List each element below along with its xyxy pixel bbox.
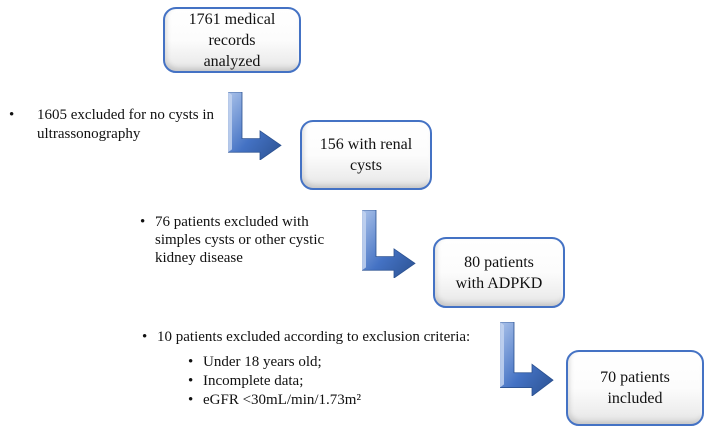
exclusion-note-simple-cysts: • 76 patients excluded with simples cyst… [140,213,390,267]
exclusion-note-no-cysts-text: 1605 excluded for no cysts in ultrassono… [37,107,215,142]
flow-box-renal-cysts-label: 156 with renal cysts [319,136,413,174]
flow-box-records-analyzed-label: 1761 medical records analyzed [188,10,276,70]
bullet-icon: • [188,354,194,370]
flow-box-included-label: 70 patients included [600,369,670,407]
flow-box-included: 70 patients included [566,350,704,426]
bullet-icon: • [188,373,194,389]
flow-box-records-analyzed: 1761 medical records analyzed [163,7,301,73]
bullet-icon: • [142,329,148,345]
criterion-under-18: Under 18 years old; [203,354,322,370]
flow-box-adpkd-label: 80 patients with ADPKD [455,253,543,292]
elbow-arrow-icon-2 [362,210,416,278]
criterion-egfr: eGFR <30mL/min/1.73m² [203,392,361,408]
bullet-icon: • [188,392,194,408]
exclusion-criteria-sublist: • Under 18 years old; • Incomplete data;… [188,353,572,410]
exclusion-note-simple-cysts-text: 76 patients excluded with simples cysts … [155,214,325,266]
flow-box-adpkd: 80 patients with ADPKD [433,237,565,308]
elbow-arrow-icon-3 [500,322,554,396]
flow-box-renal-cysts: 156 with renal cysts [300,120,432,190]
criterion-incomplete-data: Incomplete data; [203,373,304,389]
exclusion-note-criteria-text: 10 patients excluded according to exclus… [157,329,471,345]
bullet-icon: • [140,214,146,230]
exclusion-note-no-cysts: • 1605 excluded for no cysts in ultrasso… [9,106,259,144]
elbow-arrow-icon-1 [228,92,282,160]
exclusion-note-criteria: • 10 patients excluded according to excl… [142,328,572,410]
bullet-icon: • [9,107,15,123]
